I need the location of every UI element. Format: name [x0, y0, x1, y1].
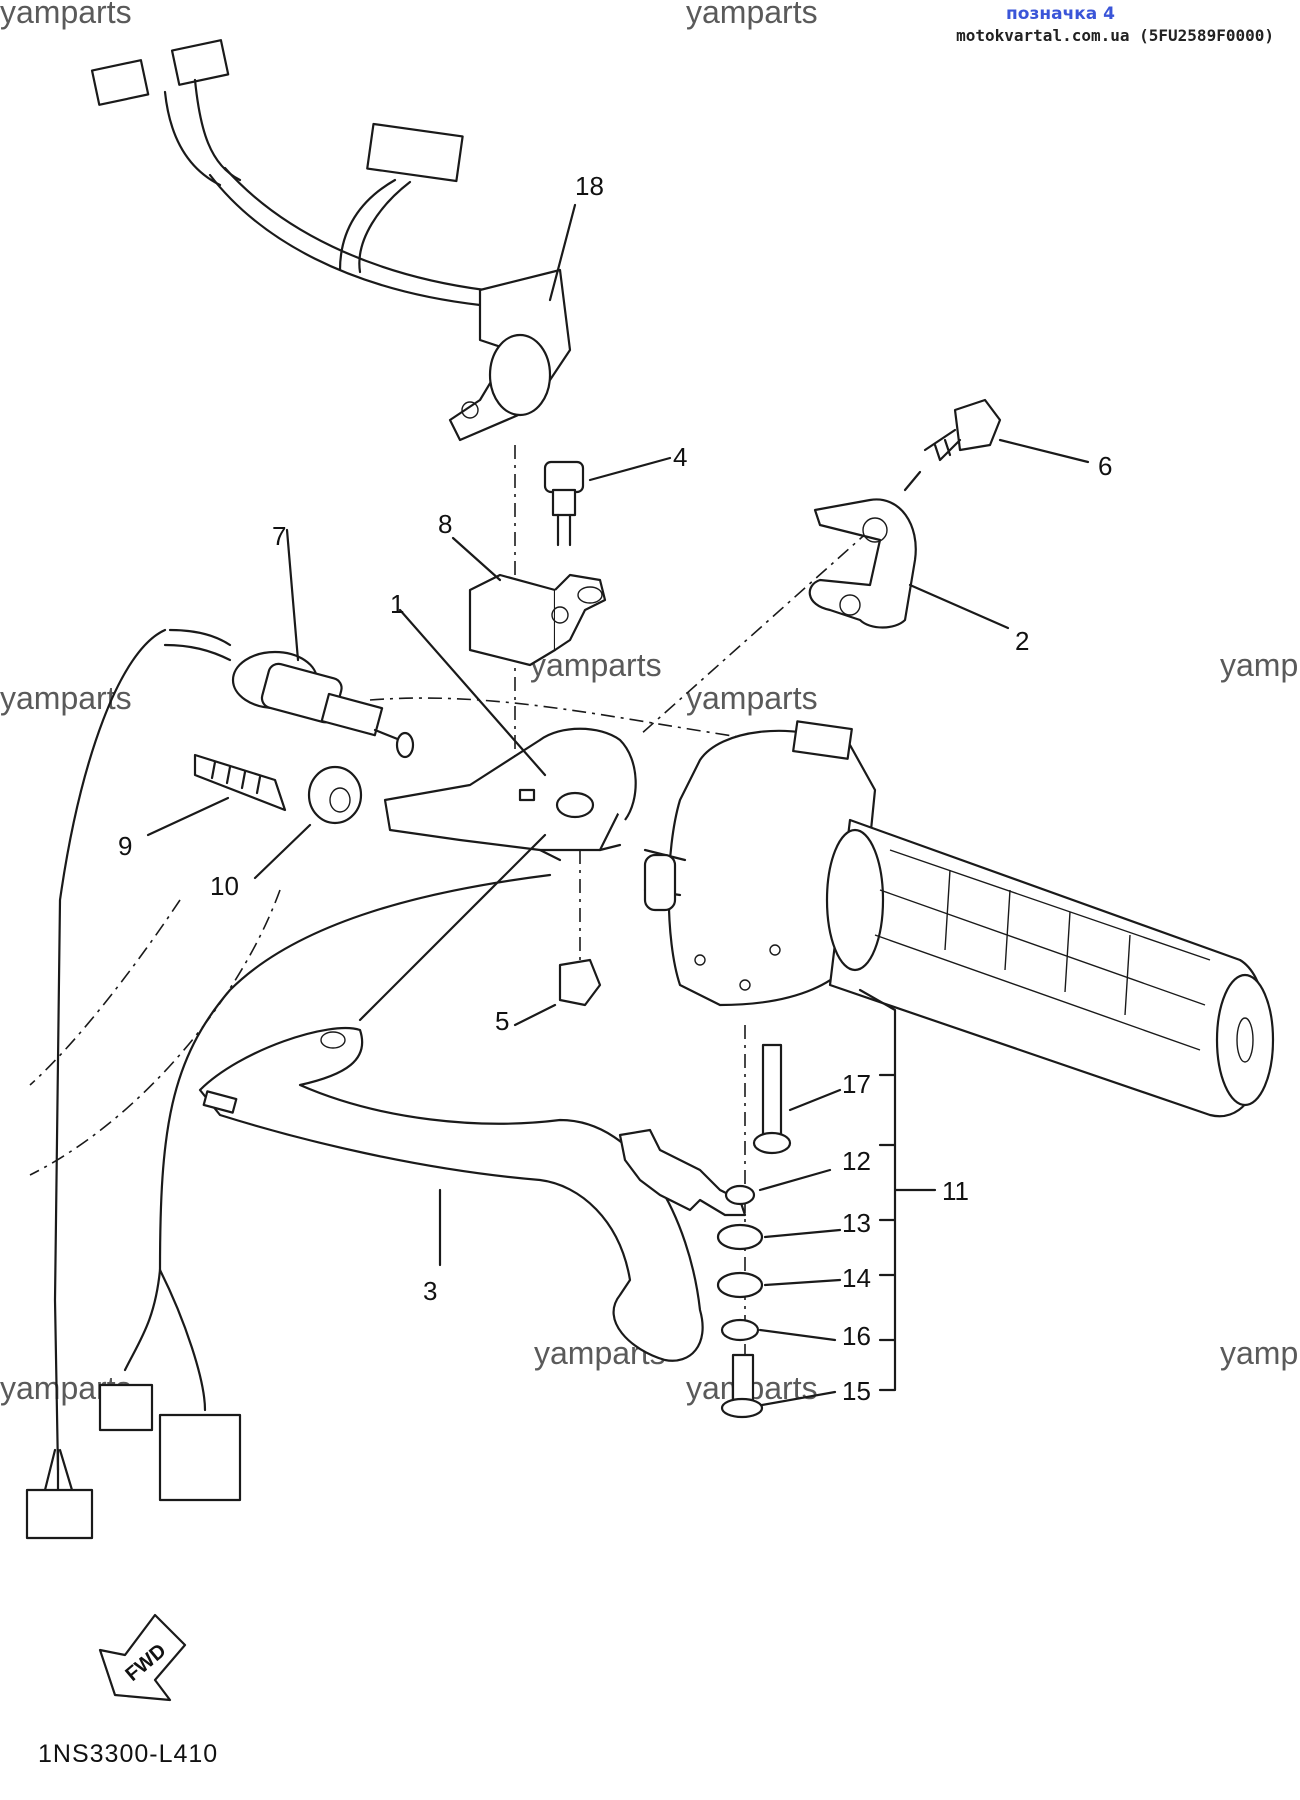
- callout-15: 15: [842, 1376, 871, 1406]
- callout-11: 11: [942, 1176, 969, 1206]
- watermark-mid-left: yamparts: [0, 680, 132, 716]
- callout-16: 16: [842, 1321, 871, 1351]
- callout-6: 6: [1098, 451, 1112, 481]
- adjuster-sleeve-9: [193, 753, 287, 812]
- leader-18: [548, 203, 577, 302]
- switch-harness-18: [90, 39, 572, 442]
- callout-8: 8: [438, 509, 452, 539]
- watermark-mid-right: yamp: [1220, 647, 1299, 683]
- decomp-parts: [618, 1043, 792, 1419]
- callout-2: 2: [1015, 626, 1029, 656]
- callout-17: 17: [842, 1069, 871, 1099]
- cables-connectors: [25, 628, 552, 1540]
- callout-18: 18: [575, 171, 604, 201]
- callout-3: 3: [423, 1276, 437, 1306]
- diagram-code: 1NS3300-L410: [38, 1740, 219, 1768]
- watermark-top-center: yamparts: [686, 0, 818, 30]
- callout-13: 13: [842, 1208, 871, 1238]
- header-site: motokvartal.com.ua (5FU2589F0000): [956, 26, 1274, 45]
- clutch-switch-7: [163, 628, 415, 759]
- callout-1: 1: [390, 589, 404, 619]
- callout-9: 9: [118, 831, 132, 861]
- clutch-lever-3: [198, 1026, 704, 1362]
- switch-housing-grip: [643, 720, 1275, 1118]
- lever-holder-1: [383, 727, 637, 862]
- header-tag: позначка 4: [1006, 4, 1115, 24]
- locknut-10: [307, 765, 363, 825]
- nut-5: [558, 958, 602, 1007]
- bolt-6: [923, 398, 1002, 462]
- watermark-top-left: yamparts: [0, 0, 132, 30]
- callout-4: 4: [673, 442, 687, 472]
- bolt-4: [543, 460, 585, 547]
- callout-10: 10: [210, 871, 239, 901]
- callout-12: 12: [842, 1146, 871, 1176]
- bracket-8: [468, 573, 607, 667]
- clamp-2: [808, 498, 917, 629]
- watermark-mid-center-2: yamparts: [686, 680, 818, 716]
- callout-7: 7: [272, 521, 286, 551]
- callout-5: 5: [495, 1006, 509, 1036]
- watermark-low-right: yamp: [1220, 1335, 1299, 1371]
- fwd-arrow-icon: [98, 1613, 187, 1702]
- callout-14: 14: [842, 1263, 871, 1293]
